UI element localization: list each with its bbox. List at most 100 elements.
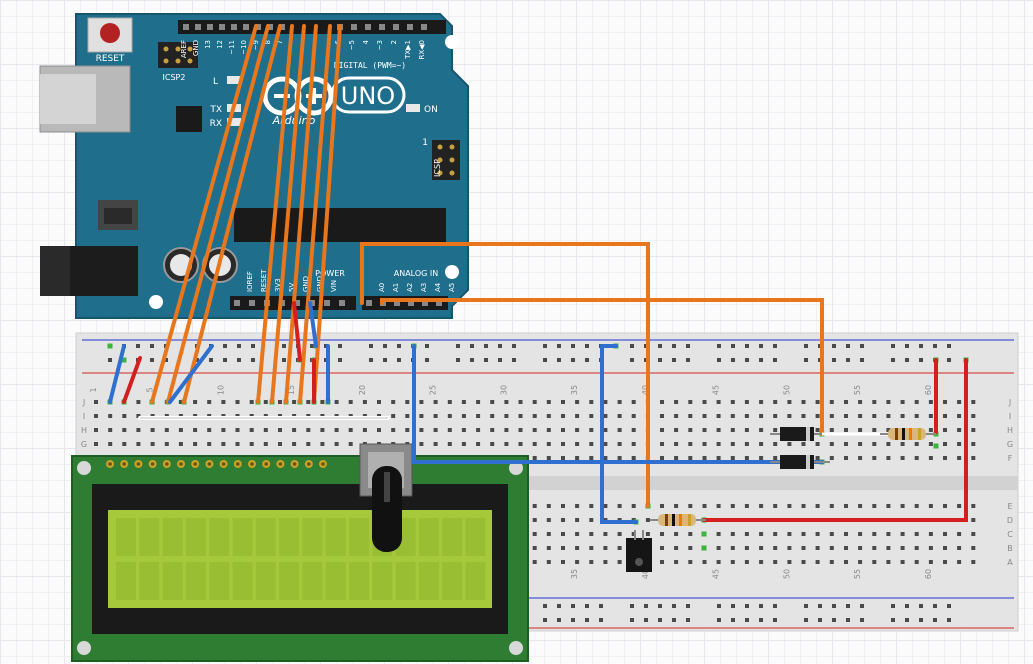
- rail-hole: [919, 604, 923, 608]
- rail-hole: [630, 344, 634, 348]
- breadboard-hole: [801, 560, 806, 564]
- breadboard-hole: [730, 442, 735, 446]
- lcd-cell: [139, 562, 160, 600]
- row-letter: I: [83, 412, 85, 421]
- rail-hole: [585, 604, 589, 608]
- breadboard-hole: [419, 428, 424, 432]
- breadboard-hole: [660, 414, 664, 418]
- potentiometer-knob[interactable]: [372, 466, 402, 552]
- column-number: 50: [782, 569, 791, 579]
- rail-hole: [905, 618, 909, 622]
- breadboard-hole: [433, 442, 438, 446]
- breadboard-hole: [136, 400, 141, 404]
- rail-hole: [585, 358, 589, 362]
- uno-badge: [330, 76, 406, 114]
- rail-hole: [425, 344, 429, 348]
- breadboard-hole: [829, 428, 834, 432]
- column-number: 40: [641, 569, 650, 579]
- lcd-cell: [325, 562, 346, 600]
- breadboard-hole: [744, 442, 749, 446]
- breadboard-hole: [603, 400, 608, 404]
- breadboard-hole: [645, 518, 650, 522]
- rail-hole: [369, 344, 373, 348]
- breadboard-hole: [447, 414, 452, 418]
- column-number: 50: [782, 385, 791, 395]
- rail-hole: [383, 344, 387, 348]
- breadboard-hole: [957, 414, 962, 418]
- breadboard-hole: [844, 560, 848, 564]
- breadboard-hole: [674, 456, 679, 460]
- rail-hole: [846, 358, 850, 362]
- rail-hole: [644, 618, 648, 622]
- breadboard-hole: [235, 428, 240, 432]
- power-pin-label: 3V3: [274, 278, 282, 292]
- rail-hole: [891, 618, 895, 622]
- header-pin: [365, 24, 371, 30]
- breadboard-hole: [532, 400, 537, 404]
- rail-hole: [470, 358, 474, 362]
- breadboard-hole: [872, 442, 877, 446]
- breadboard-hole: [943, 504, 947, 508]
- rail-hole: [571, 344, 575, 348]
- rail-hole: [658, 358, 662, 362]
- rail-hole: [630, 618, 634, 622]
- header-pin: [243, 24, 249, 30]
- breadboard-hole: [829, 560, 834, 564]
- breadboard-hole: [278, 442, 282, 446]
- rail-hole: [905, 358, 909, 362]
- rail-hole: [919, 344, 923, 348]
- rail-hole: [891, 604, 895, 608]
- breadboard-hole: [716, 532, 721, 536]
- breadboard-hole: [447, 442, 452, 446]
- breadboard-hole: [476, 442, 481, 446]
- breadboard-hole: [419, 442, 424, 446]
- breadboard-hole: [914, 546, 919, 550]
- breadboard-hole: [136, 428, 141, 432]
- lcd-cell: [162, 562, 183, 600]
- breadboard-hole: [193, 442, 198, 446]
- digital-pin-label: 4: [362, 39, 370, 44]
- breadboard-hole: [957, 560, 962, 564]
- column-number: 25: [429, 385, 438, 395]
- breadboard-hole: [532, 546, 537, 550]
- header-pin: [393, 24, 399, 30]
- rail-hole: [223, 344, 227, 348]
- breadboard-hole: [928, 414, 933, 418]
- breadboard-hole: [561, 456, 565, 460]
- rail-hole: [470, 344, 474, 348]
- rail-hole: [745, 358, 749, 362]
- lcd-cell: [302, 518, 323, 556]
- rail-hole: [150, 344, 154, 348]
- breadboard-hole: [447, 400, 452, 404]
- breadboard-hole: [108, 442, 113, 446]
- breadboard-hole: [829, 442, 834, 446]
- header-pin: [421, 24, 427, 30]
- potentiometer[interactable]: [359, 443, 413, 552]
- rail-hole: [543, 344, 547, 348]
- column-number: 35: [570, 385, 579, 395]
- breadboard-hole: [773, 442, 778, 446]
- breadboard-hole: [405, 428, 410, 432]
- lcd-cell: [442, 518, 463, 556]
- rail-hole: [672, 604, 676, 608]
- atmega-microcontroller: [234, 208, 446, 242]
- breadboard-hole: [858, 546, 863, 550]
- rail-hole: [717, 344, 721, 348]
- breadboard-hole: [900, 546, 905, 550]
- breadboard-hole: [617, 456, 622, 460]
- row-letter: H: [1007, 426, 1013, 435]
- led-tx-label: TX: [209, 105, 222, 115]
- lcd-character-cells: [116, 518, 486, 600]
- breadboard-hole: [730, 400, 735, 404]
- header-pin: [207, 24, 213, 30]
- row-letter: A: [1007, 558, 1013, 567]
- rail-hole: [804, 618, 808, 622]
- breadboard-hole: [108, 428, 113, 432]
- diode-2: [770, 455, 830, 469]
- breadboard-hole: [858, 560, 863, 564]
- breadboard-hole: [688, 442, 693, 446]
- breadboard-hole: [362, 400, 367, 404]
- board-model-label: UNO: [341, 82, 395, 110]
- breadboard-hole: [914, 414, 919, 418]
- reset-button-cap[interactable]: [100, 23, 120, 43]
